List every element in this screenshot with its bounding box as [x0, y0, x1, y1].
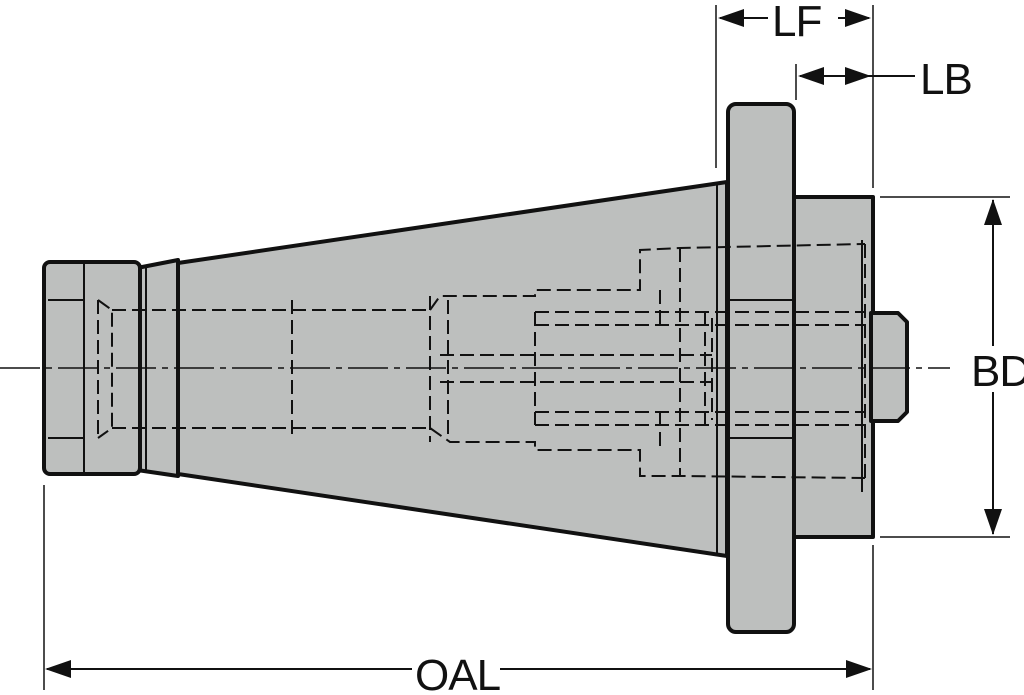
taper-cone: [176, 180, 729, 558]
pilot-stub: [869, 311, 909, 423]
dimension-label-lb: LB: [920, 55, 972, 104]
hidden-features: [97, 243, 866, 479]
dimension-label-bd: BD: [971, 347, 1024, 396]
dimension-lf: LF: [718, 0, 871, 46]
dimension-lb: LB: [798, 55, 973, 104]
extension-lines: [43, 5, 1010, 690]
dimension-bd: BD: [971, 199, 1024, 535]
dimension-label-lf: LF: [772, 0, 821, 46]
back-cylinder: [792, 195, 875, 539]
dimension-label-oal: OAL: [415, 651, 501, 695]
dimension-oal: OAL: [45, 651, 872, 695]
